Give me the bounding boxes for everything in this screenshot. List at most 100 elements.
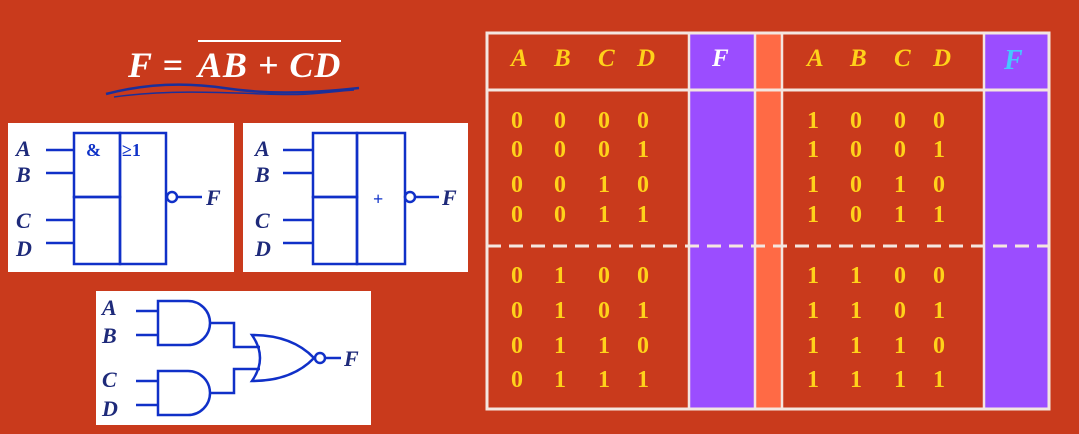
- truth-table-cell-left: 0: [598, 263, 610, 289]
- truth-table-cell-left: 1: [598, 172, 610, 198]
- truth-table-cell-left: 0: [511, 263, 523, 289]
- output-label-f: F: [343, 346, 359, 371]
- truth-table-cell-left: 0: [511, 367, 523, 393]
- truth-table-cell-right: 1: [933, 202, 945, 228]
- truth-table-cell-right: 1: [807, 367, 819, 393]
- truth-table-cell-left: 1: [554, 367, 566, 393]
- or-symbol-panel: A B C D + F: [243, 123, 468, 272]
- and-symbol: &: [86, 140, 101, 160]
- truth-table-cell-right: 1: [850, 367, 862, 393]
- truth-table-cell-right: 1: [894, 367, 906, 393]
- truth-table-cell-right: 1: [807, 202, 819, 228]
- truth-table-cell-left: 1: [598, 333, 610, 359]
- truth-table-cell-left: 1: [554, 263, 566, 289]
- truth-table-cell-right: 1: [894, 172, 906, 198]
- truth-table-cell-right: 0: [894, 298, 906, 324]
- truth-table-cell-right: 1: [807, 298, 819, 324]
- header-f-left: F: [711, 45, 729, 72]
- truth-table-cell-right: 1: [933, 367, 945, 393]
- header-f-right: F: [1003, 45, 1023, 76]
- truth-table-cell-right: 0: [933, 108, 945, 134]
- truth-table-cell-left: 1: [637, 202, 649, 228]
- truth-table-cell-left: 0: [554, 172, 566, 198]
- truth-table-cell-left: 0: [511, 137, 523, 163]
- divider-column: [755, 33, 782, 409]
- gate-schematic-panel: A B C D F: [96, 291, 371, 425]
- plus-symbol: +: [373, 189, 383, 209]
- input-label-a: A: [100, 295, 117, 320]
- truth-table-cell-left: 0: [598, 298, 610, 324]
- truth-table-cell-right: 1: [807, 172, 819, 198]
- truth-table-cell-right: 1: [807, 333, 819, 359]
- inversion-bubble: [403, 190, 417, 204]
- input-label-b: B: [15, 162, 31, 187]
- truth-table-cell-right: 0: [850, 172, 862, 198]
- truth-table-cell-right: 0: [850, 137, 862, 163]
- output-column-right: [984, 33, 1049, 409]
- input-label-b: B: [254, 162, 270, 187]
- handwritten-underline: [105, 83, 360, 98]
- header-d: D: [636, 45, 655, 72]
- truth-table-cell-right: 1: [807, 137, 819, 163]
- truth-table-cell-left: 0: [637, 172, 649, 198]
- input-label-b: B: [101, 323, 117, 348]
- truth-table-cell-left: 1: [598, 202, 610, 228]
- or-symbol: ≥1: [122, 140, 141, 160]
- truth-table-cell-left: 0: [511, 333, 523, 359]
- output-column-left: [689, 33, 755, 409]
- input-label-a: A: [14, 136, 31, 161]
- boolean-formula: F = AB + CD: [128, 40, 342, 86]
- header-a: A: [509, 45, 528, 72]
- input-label-c: C: [102, 367, 117, 392]
- truth-table-cell-left: 0: [511, 108, 523, 134]
- truth-table-cell-right: 1: [807, 108, 819, 134]
- truth-table-cell-left: 0: [554, 137, 566, 163]
- header-b: B: [553, 45, 571, 72]
- truth-table-cell-left: 0: [598, 137, 610, 163]
- truth-table-cell-right: 1: [850, 333, 862, 359]
- truth-table-cell-left: 0: [554, 202, 566, 228]
- truth-table-cell-right: 1: [807, 263, 819, 289]
- truth-table-cell-left: 1: [554, 298, 566, 324]
- truth-table-cell-left: 1: [598, 367, 610, 393]
- truth-table-cell-right: 0: [850, 108, 862, 134]
- header-c: C: [598, 45, 615, 72]
- aoi-symbol-panel: A B C D & ≥1 F: [8, 123, 234, 272]
- truth-table-cell-right: 0: [850, 202, 862, 228]
- and-block-top: [311, 131, 359, 199]
- header-c: C: [894, 45, 911, 72]
- truth-table-cell-left: 0: [554, 108, 566, 134]
- inversion-bubble: [165, 190, 179, 204]
- output-label-f: F: [441, 185, 457, 210]
- nor-gate: [249, 333, 316, 383]
- truth-table-cell-left: 1: [637, 367, 649, 393]
- truth-table-cell-left: 0: [511, 172, 523, 198]
- and-block-bottom: [72, 195, 122, 266]
- truth-table-cell-left: 1: [554, 333, 566, 359]
- truth-table-cell-left: 1: [637, 137, 649, 163]
- truth-table-cell-left: 0: [598, 108, 610, 134]
- truth-table-cell-right: 1: [933, 298, 945, 324]
- truth-table-cell-right: 1: [894, 202, 906, 228]
- truth-table-cell-right: 1: [894, 333, 906, 359]
- output-label-f: F: [205, 185, 221, 210]
- truth-table-cell-right: 0: [933, 263, 945, 289]
- truth-table-cell-right: 0: [894, 263, 906, 289]
- header-b: B: [849, 45, 867, 72]
- truth-table-cell-left: 0: [637, 333, 649, 359]
- truth-table-cell-right: 0: [894, 108, 906, 134]
- truth-table-cell-right: 0: [933, 333, 945, 359]
- and-gate-2: [156, 369, 212, 417]
- and-gate-1: [156, 299, 212, 347]
- truth-table-cell-right: 1: [850, 298, 862, 324]
- formula-lhs: F =: [128, 45, 194, 85]
- header-d: D: [932, 45, 951, 72]
- input-label-d: D: [101, 396, 118, 421]
- inversion-bubble: [313, 351, 327, 365]
- truth-table-cell-left: 0: [511, 202, 523, 228]
- input-label-c: C: [255, 208, 270, 233]
- truth-table-cell-right: 1: [850, 263, 862, 289]
